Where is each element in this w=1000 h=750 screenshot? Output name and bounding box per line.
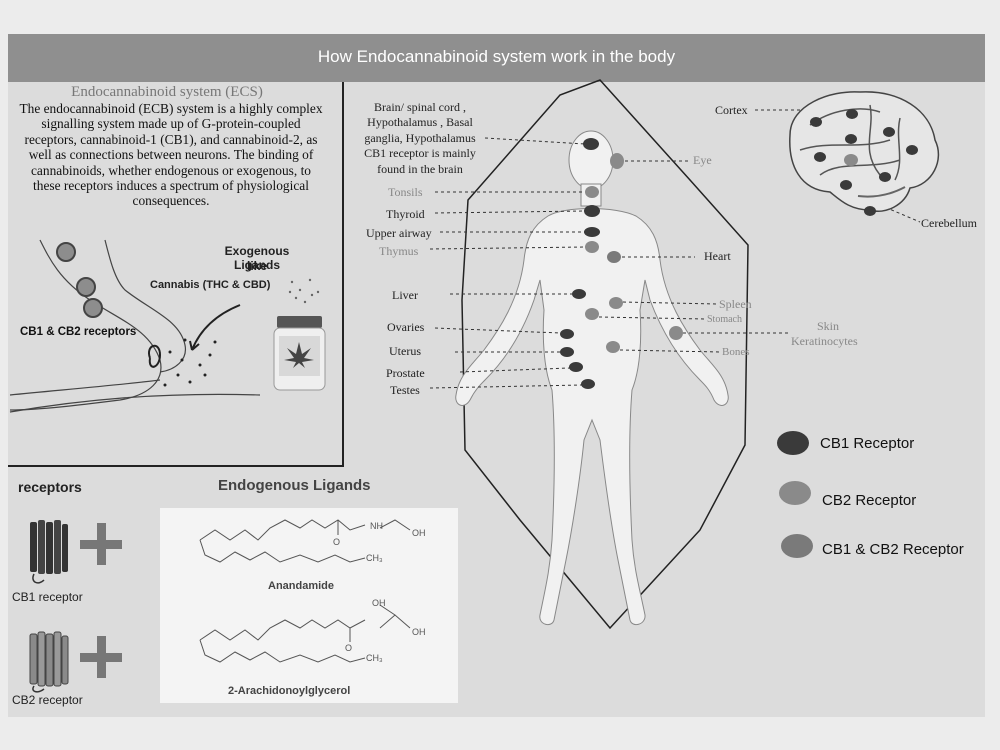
thymus-label: Thymus [379,244,419,258]
receptor-shape [148,344,162,368]
brain-label-line: CB1 receptor is mainly [364,146,476,161]
plus-icon [80,636,122,678]
brain-label-line: Hypothalamus , Basal [367,115,473,130]
ecs-title: Endocannabinoid system (ECS) [71,84,263,100]
upper-airway-label: Upper airway [366,226,432,240]
exogenous-label-line1: Exogenous Ligands [224,244,290,272]
atom-o: O [333,537,341,547]
exogenous-label-line2: like [246,259,267,273]
spleen-label: Spleen [719,297,752,311]
receptors-label: CB1 & CB2 receptors [20,326,137,338]
plus-icon [80,523,122,565]
brain-label: Brain/ spinal cord , Hypothalamus , Basa… [355,100,485,177]
ecs-box [8,82,344,467]
ovaries-label: Ovaries [387,320,425,334]
arrow [191,304,241,351]
brain-label-line: Brain/ spinal cord , [374,100,466,114]
thyroid-label: Thyroid [386,207,425,221]
vesicle [83,298,103,318]
vesicle [56,242,76,262]
cb2-receptor-label: CB2 receptor [12,693,83,707]
ligands-title: Endogenous Ligands [218,477,371,494]
vesicle [76,277,96,297]
ligand-particles [163,338,217,387]
ecs-description: The endocannabinoid (ECB) system is a hi… [19,101,323,209]
receptor-markers [560,138,683,389]
legend-cb2-marker [779,481,811,505]
legend-both-label: CB1 & CB2 Receptor [822,541,964,558]
spray-particles [288,278,320,304]
cb2-receptor-icon [29,631,69,693]
atom-o: O [345,643,353,653]
uterus-label: Uterus [389,344,421,358]
skin-label: Skin [817,319,840,333]
testes-label: Testes [390,383,420,397]
cb1-receptor-icon [30,520,68,584]
hexagon-frame [461,79,749,630]
cerebellum-label: Cerebellum [921,216,977,230]
anandamide-structure [199,519,411,563]
atom-oh: OH [412,528,426,538]
bones-label: Bones [722,346,750,358]
legend-both-marker [781,534,813,558]
cannabis-jar-icon [273,316,326,391]
brain-illustration [789,91,940,216]
cb1-receptor-label: CB1 receptor [12,590,83,604]
ag-label: 2-Arachidonoylglycerol [228,685,351,697]
atom-oh: OH [412,627,426,637]
atom-ch3: CH₃ [366,653,383,663]
anandamide-label: Anandamide [268,580,335,592]
stomach-label: Stomach [707,314,742,325]
liver-label: Liver [392,288,418,302]
atom-ch3: CH₃ [366,553,383,563]
cortex-label: Cortex [715,103,748,117]
keratinocytes-label: Keratinocytes [791,334,858,348]
brain-label-line: found in the brain [377,161,463,176]
cannabis-label: Cannabis (THC & CBD) [150,279,271,291]
legend-cb1-label: CB1 Receptor [820,435,915,452]
figure-title: How Endocannabinoid system work in the b… [8,34,985,82]
prostate-label: Prostate [386,366,425,380]
heart-label: Heart [704,249,731,263]
leader-lines [429,109,921,389]
atom-oh: OH [372,598,386,608]
tonsils-label: Tonsils [388,185,423,199]
ligand-structures-box [160,508,458,703]
brain-label-line: ganglia, Hypothalamus [364,130,476,145]
receptors-title: receptors [18,479,82,495]
ag-structure [199,604,411,663]
legend-cb2-label: CB2 Receptor [822,492,917,509]
legend-cb1-marker [777,431,809,455]
atom-nh: NH [370,521,383,531]
eye-label: Eye [693,153,712,167]
